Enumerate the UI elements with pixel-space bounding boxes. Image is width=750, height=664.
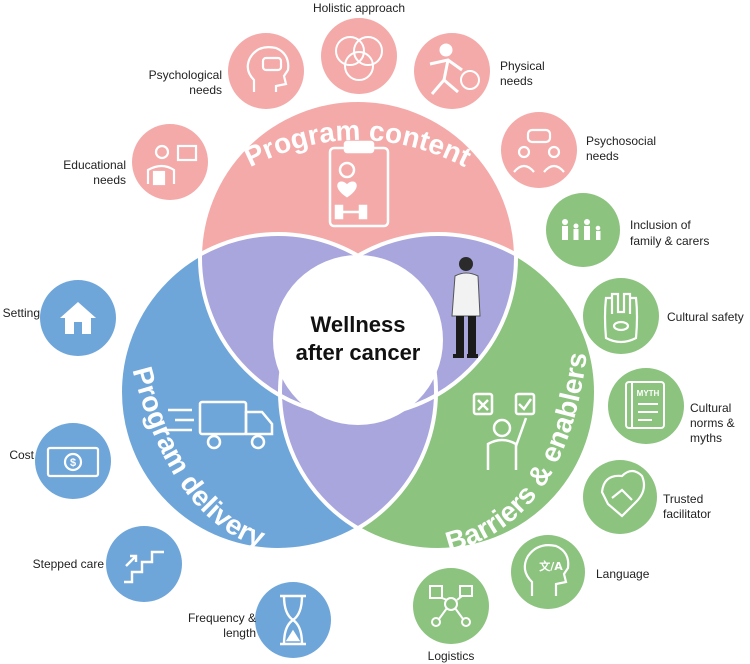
cultural-norms-myths-node bbox=[608, 368, 684, 444]
educational-needs-label-1: Educational bbox=[63, 158, 126, 172]
setting-label: Setting bbox=[3, 306, 40, 320]
translate-head-icon bbox=[523, 544, 570, 596]
language-label: Language bbox=[596, 567, 650, 581]
psychological-needs-label-1: Psychological bbox=[149, 68, 222, 82]
trusted-facilitator-label-1: Trusted bbox=[663, 492, 703, 506]
network-icon bbox=[429, 585, 473, 627]
logistics-label: Logistics bbox=[428, 649, 475, 663]
physical-needs-label-2: needs bbox=[500, 74, 533, 88]
teacher-icon bbox=[146, 144, 198, 186]
person-choices-icon bbox=[472, 392, 536, 470]
dollar-sign-icon: $ bbox=[70, 457, 76, 469]
cultural-safety-node bbox=[583, 278, 659, 354]
stepped-care-node bbox=[106, 526, 182, 602]
physical-needs-label-1: Physical bbox=[500, 59, 545, 73]
logistics-node bbox=[413, 568, 489, 644]
center-circle bbox=[273, 255, 443, 425]
cultural-norms-label-3: myths bbox=[690, 431, 722, 445]
head-chat-icon bbox=[246, 46, 290, 92]
handshake-icon bbox=[600, 469, 646, 518]
money-icon bbox=[46, 446, 100, 478]
frequency-length-label-2: length bbox=[223, 626, 256, 640]
family-carers-label-1: Inclusion of bbox=[630, 218, 691, 232]
cultural-safety-label: Cultural safety bbox=[667, 310, 744, 324]
stairs-icon bbox=[124, 550, 164, 584]
educational-needs-label-2: needs bbox=[93, 173, 126, 187]
physical-needs-node bbox=[414, 33, 490, 109]
exercise-icon bbox=[429, 43, 480, 95]
book-myth-icon bbox=[625, 381, 665, 429]
center-title-line1: Wellness bbox=[311, 312, 406, 337]
cultural-norms-label-1: Cultural bbox=[690, 401, 731, 415]
home-icon bbox=[60, 302, 96, 334]
family-carers-node bbox=[546, 193, 620, 267]
holistic-approach-node bbox=[321, 18, 397, 94]
psychological-needs-label-2: needs bbox=[189, 83, 222, 97]
truck-icon bbox=[164, 400, 274, 450]
hamsa-icon bbox=[603, 292, 639, 344]
educational-needs-node bbox=[132, 124, 208, 200]
group-chat-icon bbox=[513, 128, 565, 173]
woman-figure-icon bbox=[451, 257, 481, 358]
trusted-facilitator-label-2: facilitator bbox=[663, 507, 711, 521]
stepped-care-label: Stepped care bbox=[33, 557, 105, 571]
cost-label: Cost bbox=[9, 448, 34, 462]
cultural-norms-label-2: norms & bbox=[690, 416, 735, 430]
language-badge: 文/A bbox=[539, 559, 563, 573]
holistic-approach-label: Holistic approach bbox=[313, 1, 405, 15]
venn-icon bbox=[335, 36, 383, 81]
hourglass-icon bbox=[280, 594, 306, 646]
psychosocial-needs-label-1: Psychosocial bbox=[586, 134, 656, 148]
psychosocial-needs-node bbox=[501, 112, 577, 188]
family-icon bbox=[562, 219, 601, 240]
clipboard-icon bbox=[328, 140, 390, 228]
frequency-length-label-1: Frequency & bbox=[188, 611, 256, 625]
family-carers-label-2: family & carers bbox=[630, 234, 709, 248]
trusted-facilitator-node bbox=[583, 460, 657, 534]
center-title-line2: after cancer bbox=[296, 340, 421, 365]
myth-badge: MYTH bbox=[637, 389, 660, 398]
cost-node bbox=[35, 423, 111, 499]
psychosocial-needs-label-2: needs bbox=[586, 149, 619, 163]
